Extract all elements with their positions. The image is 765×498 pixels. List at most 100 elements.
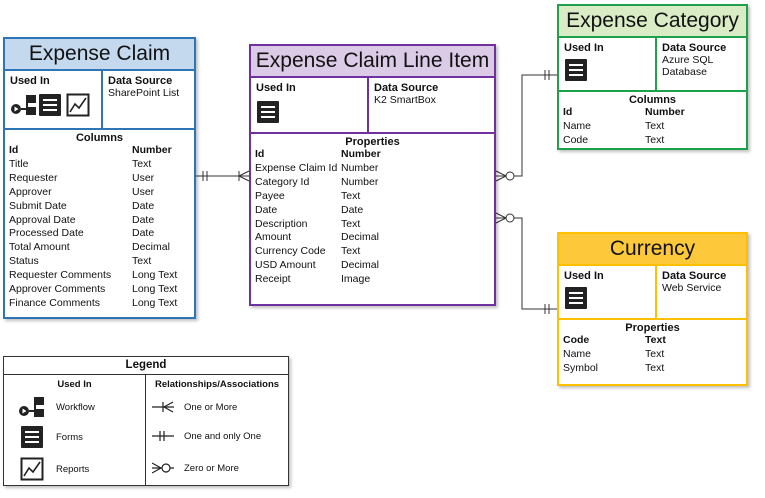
forms-icon [564,58,588,82]
field-name: Processed Date [9,227,84,240]
field-name: Payee [255,189,285,202]
field-name: Id [255,148,265,160]
data-source-value: Web Service [662,282,722,294]
data-source-label: Data Source [374,82,439,94]
used-in-label: Used In [564,42,604,54]
field-row: Finance Comments Long Text [9,297,177,311]
field-type: Text [645,361,665,374]
legend-label: One or More [184,401,238,413]
used-in-icons [10,93,96,117]
field-row: Status Text [9,255,177,269]
field-name: Receipt [255,273,291,286]
field-type: Long Text [132,296,178,309]
currency-entity: Currency Used In Data Source Web Service… [557,232,748,386]
field-name: Amount [255,231,292,244]
legend-label: Reports [56,463,90,475]
field-type: Text [341,245,361,258]
legend-used-in-column: Used In Workflow Forms Reports [4,375,146,486]
claim-to-line-item-connector [196,170,250,182]
used-in-label: Used In [564,270,604,282]
field-type: User [132,171,155,184]
reports-icon [66,93,90,117]
section-label: Properties [345,136,400,148]
used-in-cell: Used In [559,266,655,318]
section-label: Columns [628,94,677,106]
field-type: Text [132,157,152,170]
data-source-value: K2 SmartBox [374,94,436,106]
field-name: Expense Claim Id [255,161,338,174]
field-row: Approval Date Date [9,214,177,228]
data-source-cell: Data Source SharePoint List [101,71,194,128]
field-type: Text [341,217,361,230]
one-and-only-one-icon [152,431,174,441]
data-source-cell: Data Source K2 SmartBox [367,78,494,132]
legend-label: Workflow [56,401,95,413]
field-type: Long Text [132,269,178,282]
field-name: Category Id [255,175,310,188]
field-type: Image [341,273,371,286]
legend-relationships-column: Relationships/Associations One or More O… [146,375,288,486]
zero-or-more-icon [152,462,174,474]
field-type: Date [132,213,155,226]
data-source-label: Data Source [108,75,173,87]
field-name: Title [9,157,29,170]
expense-claim-entity: Expense Claim Used In Data Source ShareP… [3,37,196,319]
data-source-value-line1: Azure SQL [662,54,714,66]
legend-title: Legend [4,357,288,375]
field-name: Id [9,144,19,156]
data-source-cell: Data Source Azure SQL Database [655,38,746,90]
field-name: Symbol [563,361,599,374]
entity-title: Expense Category [559,6,746,38]
field-type: Decimal [341,259,379,272]
key-field-row: Id Number [9,144,177,158]
entity-title: Expense Claim [5,39,194,71]
forms-icon [564,286,588,310]
field-type: User [132,185,155,198]
field-type: Number [341,161,379,174]
field-name: Total Amount [9,241,70,254]
field-name: Status [9,255,39,268]
line-item-to-category-connector [495,70,557,182]
field-type: Number [132,144,172,156]
line-item-to-currency-connector [495,212,557,314]
field-name: Approval Date [9,213,76,226]
field-row: Currency Code Text [255,245,381,259]
section-label: Columns [75,132,124,144]
field-name: Name [563,119,592,132]
entity-title: Currency [559,234,746,266]
field-name: Finance Comments [9,296,101,309]
field-row: Processed Date Date [9,227,177,241]
used-in-cell: Used In [559,38,655,90]
field-row: USD Amount Decimal [255,259,381,273]
workflow-icon [10,93,36,117]
field-type: Date [132,227,155,240]
legend-item-workflow: Workflow [18,395,95,419]
field-name: Date [255,203,278,216]
field-name: Name [563,347,592,360]
legend-label: Zero or More [184,462,239,474]
field-row: Title Text [9,158,177,172]
legend-label: One and only One [184,430,262,442]
field-type: Text [645,133,665,146]
data-source-value-line2: Database [662,66,707,78]
legend-item-forms: Forms [20,425,83,449]
field-type: Text [132,255,152,268]
field-type: Date [341,203,364,216]
field-name: USD Amount [255,259,316,272]
used-in-label: Used In [256,82,296,94]
forms-icon [38,93,62,117]
used-in-icons [564,58,650,82]
field-row: Date Date [255,204,381,218]
field-name: Currency Code [255,245,326,258]
field-type: Long Text [132,283,178,296]
